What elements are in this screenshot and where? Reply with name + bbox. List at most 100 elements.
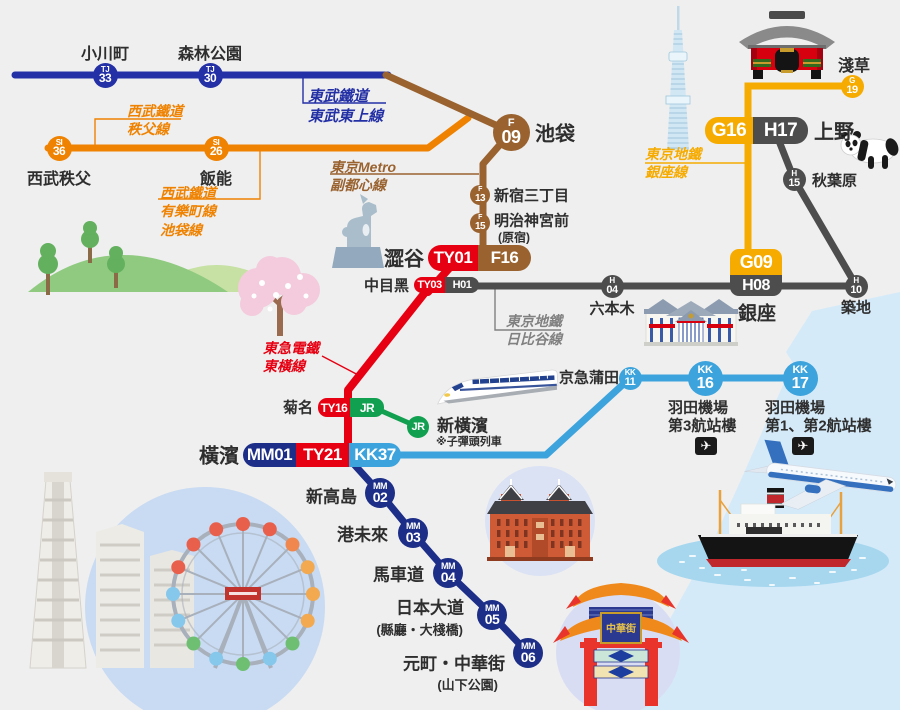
station-label-shin-yokohama: 新橫濱 <box>437 416 488 436</box>
badge-code-KK37: KK37 <box>349 443 401 467</box>
line-label-text: 池袋線 <box>160 221 202 238</box>
badge-number: 04 <box>606 283 618 296</box>
station-label-bullet-train-note: ※子彈頭列車 <box>436 436 502 448</box>
station-label-nakameguro: 中目黑 <box>363 277 409 295</box>
badge-prefix: SI <box>55 137 63 147</box>
station-label-haneda-t12-1: 羽田機場 <box>765 399 826 417</box>
station-label-haneda-t12-2: 第1、第2航站樓 <box>765 417 872 435</box>
badge-prefix: F <box>507 117 515 130</box>
airplane <box>744 439 897 510</box>
badge-number: 09 <box>501 126 521 147</box>
badge-number: 17 <box>791 374 809 392</box>
seibu-line <box>44 114 472 152</box>
line-label-text: 東武鐵道 <box>308 88 369 105</box>
badge-prefix: SI <box>212 137 220 147</box>
line-label-seibu-ikebukuro: 西武鐵道有樂町線池袋線 <box>160 184 216 239</box>
badge-code-F16: F16 <box>478 245 531 271</box>
badge-prefix: F <box>478 185 482 193</box>
tokyu-label-bracket <box>321 355 363 378</box>
haneda-t12-icon: ✈ <box>792 437 814 455</box>
badge-number: 36 <box>52 144 66 159</box>
badge-prefix: MM <box>485 603 500 614</box>
line-label-text: 西武鐵道 <box>127 103 183 119</box>
ginza-line <box>744 82 856 254</box>
hibiya-label-bracket <box>494 289 561 331</box>
line-label-text: 秩父線 <box>127 121 169 138</box>
station-label-yamashita-park-sub: (山下公園) <box>437 677 498 693</box>
badge-code-H08: H08 <box>730 275 782 296</box>
badge-number: 03 <box>405 528 421 545</box>
badge-prefix: H <box>791 168 797 178</box>
badge-number: 16 <box>696 374 714 392</box>
badge-prefix: G <box>849 75 855 85</box>
badge-prefix: TJ <box>100 64 110 74</box>
badge-prefix: KK <box>792 364 808 377</box>
badge-number: 19 <box>846 83 858 96</box>
red-brick-warehouse <box>487 479 593 561</box>
line-label-text: 西武鐵道 <box>160 185 216 201</box>
line-label-tobu-tojo: 東武鐵道東武東上線 <box>308 87 383 127</box>
station-label-seibu-chichibu-sta: 西武秩父 <box>26 171 92 188</box>
badge-number: 11 <box>624 375 636 388</box>
station-label-minatomirai: 港未來 <box>337 525 388 545</box>
line-label-ginza-line: 東京地鐵銀座線 <box>645 145 701 182</box>
station-label-motomachi-chukagai: 元町・中華街 <box>403 654 505 674</box>
badge-code-TY01: TY01 <box>428 245 478 271</box>
station-label-asakusa: 淺草 <box>838 58 871 75</box>
ferris-wheel <box>166 517 320 671</box>
badge-prefix: MM <box>373 481 388 492</box>
badge-number: 05 <box>484 610 500 627</box>
badge-code-H01: H01 <box>445 277 479 293</box>
badge-prefix: H <box>853 275 859 285</box>
ship <box>657 488 889 587</box>
station-label-hanno: 飯能 <box>199 171 233 188</box>
badge-number: 13 <box>474 192 486 204</box>
station-label-shibuya: 澀谷 <box>384 248 424 271</box>
station-label-nihon-odori-sub: (縣廳・大棧橋) <box>376 622 463 638</box>
badge-prefix: H <box>609 275 615 285</box>
hachiko-statue <box>332 194 384 268</box>
badge-number: 15 <box>474 220 486 232</box>
chinatown-sign-text: 中華街 <box>606 622 636 635</box>
station-label-meiji-jingumae: 明治神宮前 <box>494 212 570 230</box>
badge-prefix: KK <box>624 367 636 377</box>
station-label-ogawamachi: 小川町 <box>80 46 130 63</box>
badge-code-MM01: MM01 <box>243 443 296 467</box>
line-label-text: 副都心線 <box>330 177 386 194</box>
line-label-text: 東京地鐵 <box>645 146 701 162</box>
kaminarimon-gate <box>739 11 835 79</box>
badge-code-H17: H17 <box>753 117 808 144</box>
badge-prefix: MM <box>406 521 421 532</box>
badge-number: 02 <box>372 488 388 505</box>
kabukiza-theater <box>644 299 738 346</box>
hills-illustration <box>28 221 288 295</box>
station-label-shin-takashima: 新高島 <box>306 487 357 507</box>
line-label-text: 有樂町線 <box>160 203 216 220</box>
panda <box>840 131 899 169</box>
badge-prefix: KK <box>697 364 713 377</box>
badge-number: 33 <box>98 71 112 86</box>
station-label-ikebukuro: 池袋 <box>535 123 575 146</box>
station-label-kikuna: 菊名 <box>282 399 313 417</box>
line-label-hibiya-line: 東京地鐵日比谷線 <box>506 312 562 349</box>
station-label-akihabara: 秋葉原 <box>812 172 858 190</box>
line-label-tokyu-toyoko: 東急電鐵東橫線 <box>263 339 319 376</box>
seibu-ikebukuro-label-bracket <box>158 150 261 200</box>
